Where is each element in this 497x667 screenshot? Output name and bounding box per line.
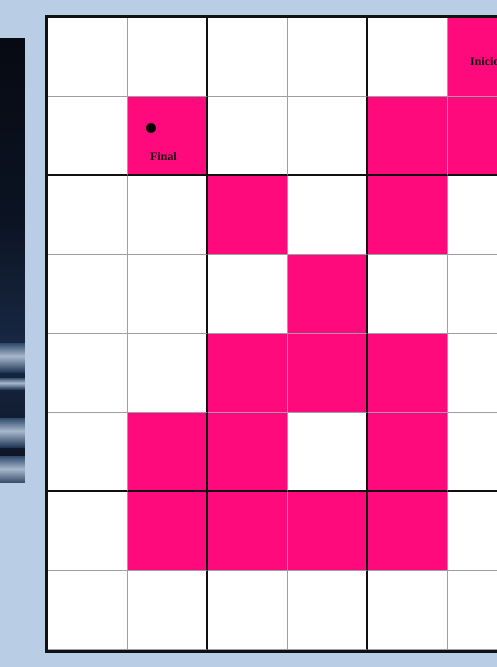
- maze-cell-filled[interactable]: [208, 413, 288, 492]
- maze-cell[interactable]: [288, 571, 368, 650]
- maze-cell-filled[interactable]: [288, 255, 368, 334]
- maze-cell[interactable]: [448, 255, 497, 334]
- maze-cell[interactable]: [128, 176, 208, 255]
- maze-cell[interactable]: [288, 413, 368, 492]
- maze-cell[interactable]: [48, 492, 128, 571]
- maze-cell-filled[interactable]: [368, 176, 448, 255]
- maze-cell[interactable]: [208, 97, 288, 176]
- end-dot-icon: [146, 123, 156, 133]
- background-window-block: [0, 378, 25, 390]
- maze-cell-filled[interactable]: [128, 413, 208, 492]
- maze-cell[interactable]: [128, 255, 208, 334]
- maze-cell[interactable]: [48, 97, 128, 176]
- maze-cell-filled[interactable]: Final: [128, 97, 208, 176]
- maze-cell-filled[interactable]: [208, 334, 288, 413]
- maze-cell[interactable]: [448, 413, 497, 492]
- maze-cell[interactable]: [128, 571, 208, 650]
- background-window-block: [0, 456, 25, 483]
- maze-cell[interactable]: [368, 571, 448, 650]
- maze-cell[interactable]: [208, 255, 288, 334]
- maze-cell[interactable]: [208, 18, 288, 97]
- maze-cell[interactable]: [448, 492, 497, 571]
- maze-cell-filled[interactable]: [128, 492, 208, 571]
- start-label: Inicio: [470, 54, 497, 69]
- end-label: Final: [150, 149, 177, 164]
- maze-cell-filled[interactable]: [368, 97, 448, 176]
- maze-cell[interactable]: [48, 413, 128, 492]
- maze-cell-filled[interactable]: [368, 334, 448, 413]
- maze-cell[interactable]: [48, 571, 128, 650]
- maze-cell[interactable]: [288, 176, 368, 255]
- maze-cell-filled[interactable]: [368, 492, 448, 571]
- maze-cell[interactable]: [448, 571, 497, 650]
- maze-cell-filled[interactable]: [208, 176, 288, 255]
- maze-cell[interactable]: [48, 176, 128, 255]
- maze-cell[interactable]: [368, 18, 448, 97]
- maze-cell-filled[interactable]: [448, 97, 497, 176]
- maze-cell[interactable]: [48, 334, 128, 413]
- maze-cell[interactable]: [288, 18, 368, 97]
- maze-cell[interactable]: [208, 571, 288, 650]
- maze-cell-filled[interactable]: [288, 492, 368, 571]
- maze-cell-filled[interactable]: [208, 492, 288, 571]
- maze-cell[interactable]: [48, 18, 128, 97]
- maze-cell[interactable]: [288, 97, 368, 176]
- maze-cell-filled[interactable]: [288, 334, 368, 413]
- maze-cell[interactable]: [368, 255, 448, 334]
- maze-cell-filled[interactable]: Inicio: [448, 18, 497, 97]
- background-window-block: [0, 343, 25, 373]
- maze-cell[interactable]: [128, 18, 208, 97]
- maze-cell[interactable]: [48, 255, 128, 334]
- background-window-block: [0, 418, 25, 448]
- maze-cell[interactable]: [448, 176, 497, 255]
- maze-cell[interactable]: [128, 334, 208, 413]
- maze-cell-filled[interactable]: [368, 413, 448, 492]
- maze-cell[interactable]: [448, 334, 497, 413]
- background-window-fragment: [0, 38, 25, 483]
